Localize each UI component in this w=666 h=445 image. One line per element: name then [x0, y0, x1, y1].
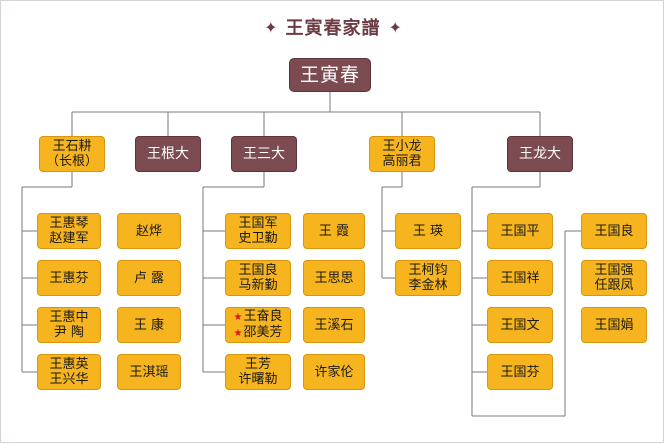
node-line: 王国强 [594, 263, 634, 278]
descendant-node[interactable]: 王国文 [487, 307, 553, 343]
node-line: 任跟凤 [594, 278, 634, 293]
node-line: 王三大 [243, 145, 285, 162]
descendant-node[interactable]: 王思思 [303, 260, 365, 296]
node-line: 王国芬 [500, 364, 540, 380]
title-bar: ✦ 王寅春家譜 ✦ [233, 13, 433, 41]
node-line: 李金林 [408, 278, 448, 293]
descendant-node[interactable]: 王惠中 尹 陶 [37, 307, 101, 343]
node-line: 王柯钧 [408, 263, 448, 278]
diamond-star-icon: ✦ [388, 17, 402, 37]
node-line: 王小龙 [382, 139, 422, 154]
node-line: 王 康 [133, 317, 165, 333]
descendant-node[interactable]: 许家伦 [303, 354, 365, 390]
node-line: 王国平 [500, 223, 540, 239]
node-line: 赵烨 [135, 223, 162, 239]
descendant-node[interactable]: 王淇瑶 [117, 354, 181, 390]
descendant-node[interactable]: 王柯钧 李金林 [395, 260, 461, 296]
node-line: 许曙勒 [238, 372, 278, 387]
node-line: 高丽君 [382, 154, 422, 169]
node-line: 许家伦 [314, 364, 354, 380]
diamond-star-icon: ✦ [264, 17, 278, 37]
descendant-node-starred[interactable]: ★王奋良 ★邵美芳 [225, 307, 291, 343]
root-node[interactable]: 王寅春 [289, 58, 371, 92]
descendant-node[interactable]: 王惠芬 [37, 260, 101, 296]
node-line: 王惠中 [49, 310, 89, 325]
red-star-icon: ★ [233, 328, 243, 339]
child-node-wang-long-da[interactable]: 王龙大 [507, 136, 573, 172]
node-line: 史卫勤 [238, 231, 278, 246]
node-line: 王国祥 [500, 270, 540, 286]
node-line: 王国文 [500, 317, 540, 333]
descendant-node[interactable]: 王国强 任跟凤 [581, 260, 647, 296]
node-line: 王根大 [147, 145, 189, 162]
child-node-wang-shigeng[interactable]: 王石耕 （长根） [39, 136, 105, 172]
node-line: 王龙大 [519, 145, 561, 162]
node-line: 王惠芬 [49, 270, 89, 286]
node-line: 王国军 [238, 216, 278, 231]
node-line: 王惠英 [49, 357, 89, 372]
node-line: 王淇瑶 [129, 364, 169, 380]
red-star-icon: ★ [233, 312, 243, 323]
node-line: （长根） [45, 154, 98, 169]
descendant-node[interactable]: 王 瑛 [395, 213, 461, 249]
descendant-node[interactable]: 王国平 [487, 213, 553, 249]
child-node-wang-san-da[interactable]: 王三大 [231, 136, 297, 172]
node-line: 卢 露 [133, 270, 165, 286]
node-line: 王石耕 [52, 139, 92, 154]
node-line: 马新勤 [238, 278, 278, 293]
node-line: 王兴华 [49, 372, 89, 387]
root-name: 王寅春 [299, 63, 360, 86]
node-line: 王思思 [314, 270, 354, 286]
descendant-node[interactable]: 王惠英 王兴华 [37, 354, 101, 390]
descendant-node[interactable]: 王 霞 [303, 213, 365, 249]
descendant-node[interactable]: 王溪石 [303, 307, 365, 343]
descendant-node[interactable]: 王芳 许曙勒 [225, 354, 291, 390]
descendant-node[interactable]: 王惠琴 赵建军 [37, 213, 101, 249]
node-line: 王 霞 [318, 223, 350, 239]
node-line: 王溪石 [314, 317, 354, 333]
node-line: 王国良 [594, 223, 634, 239]
node-line: 王国娟 [594, 317, 634, 333]
node-line: 王国良 [238, 263, 278, 278]
child-node-wang-gen-da[interactable]: 王根大 [135, 136, 201, 172]
node-line: 王芳 [244, 357, 271, 372]
descendant-node[interactable]: 王 康 [117, 307, 181, 343]
node-line: 赵建军 [49, 231, 89, 246]
descendant-node[interactable]: 王国良 马新勤 [225, 260, 291, 296]
descendant-node[interactable]: 王国军 史卫勤 [225, 213, 291, 249]
node-line: 王惠琴 [49, 216, 89, 231]
descendant-node[interactable]: 卢 露 [117, 260, 181, 296]
node-line: 尹 陶 [53, 325, 85, 340]
descendant-node[interactable]: 王国芬 [487, 354, 553, 390]
descendant-node[interactable]: 王国祥 [487, 260, 553, 296]
descendant-node[interactable]: 赵烨 [117, 213, 181, 249]
node-line: 王奋良 [243, 309, 283, 324]
node-line: 王 瑛 [412, 223, 444, 239]
node-line: 邵美芳 [243, 325, 283, 340]
page-title: 王寅春家譜 [285, 18, 381, 39]
descendant-node[interactable]: 王国娟 [581, 307, 647, 343]
descendant-node[interactable]: 王国良 [581, 213, 647, 249]
child-node-wang-xiaolong[interactable]: 王小龙 高丽君 [369, 136, 435, 172]
